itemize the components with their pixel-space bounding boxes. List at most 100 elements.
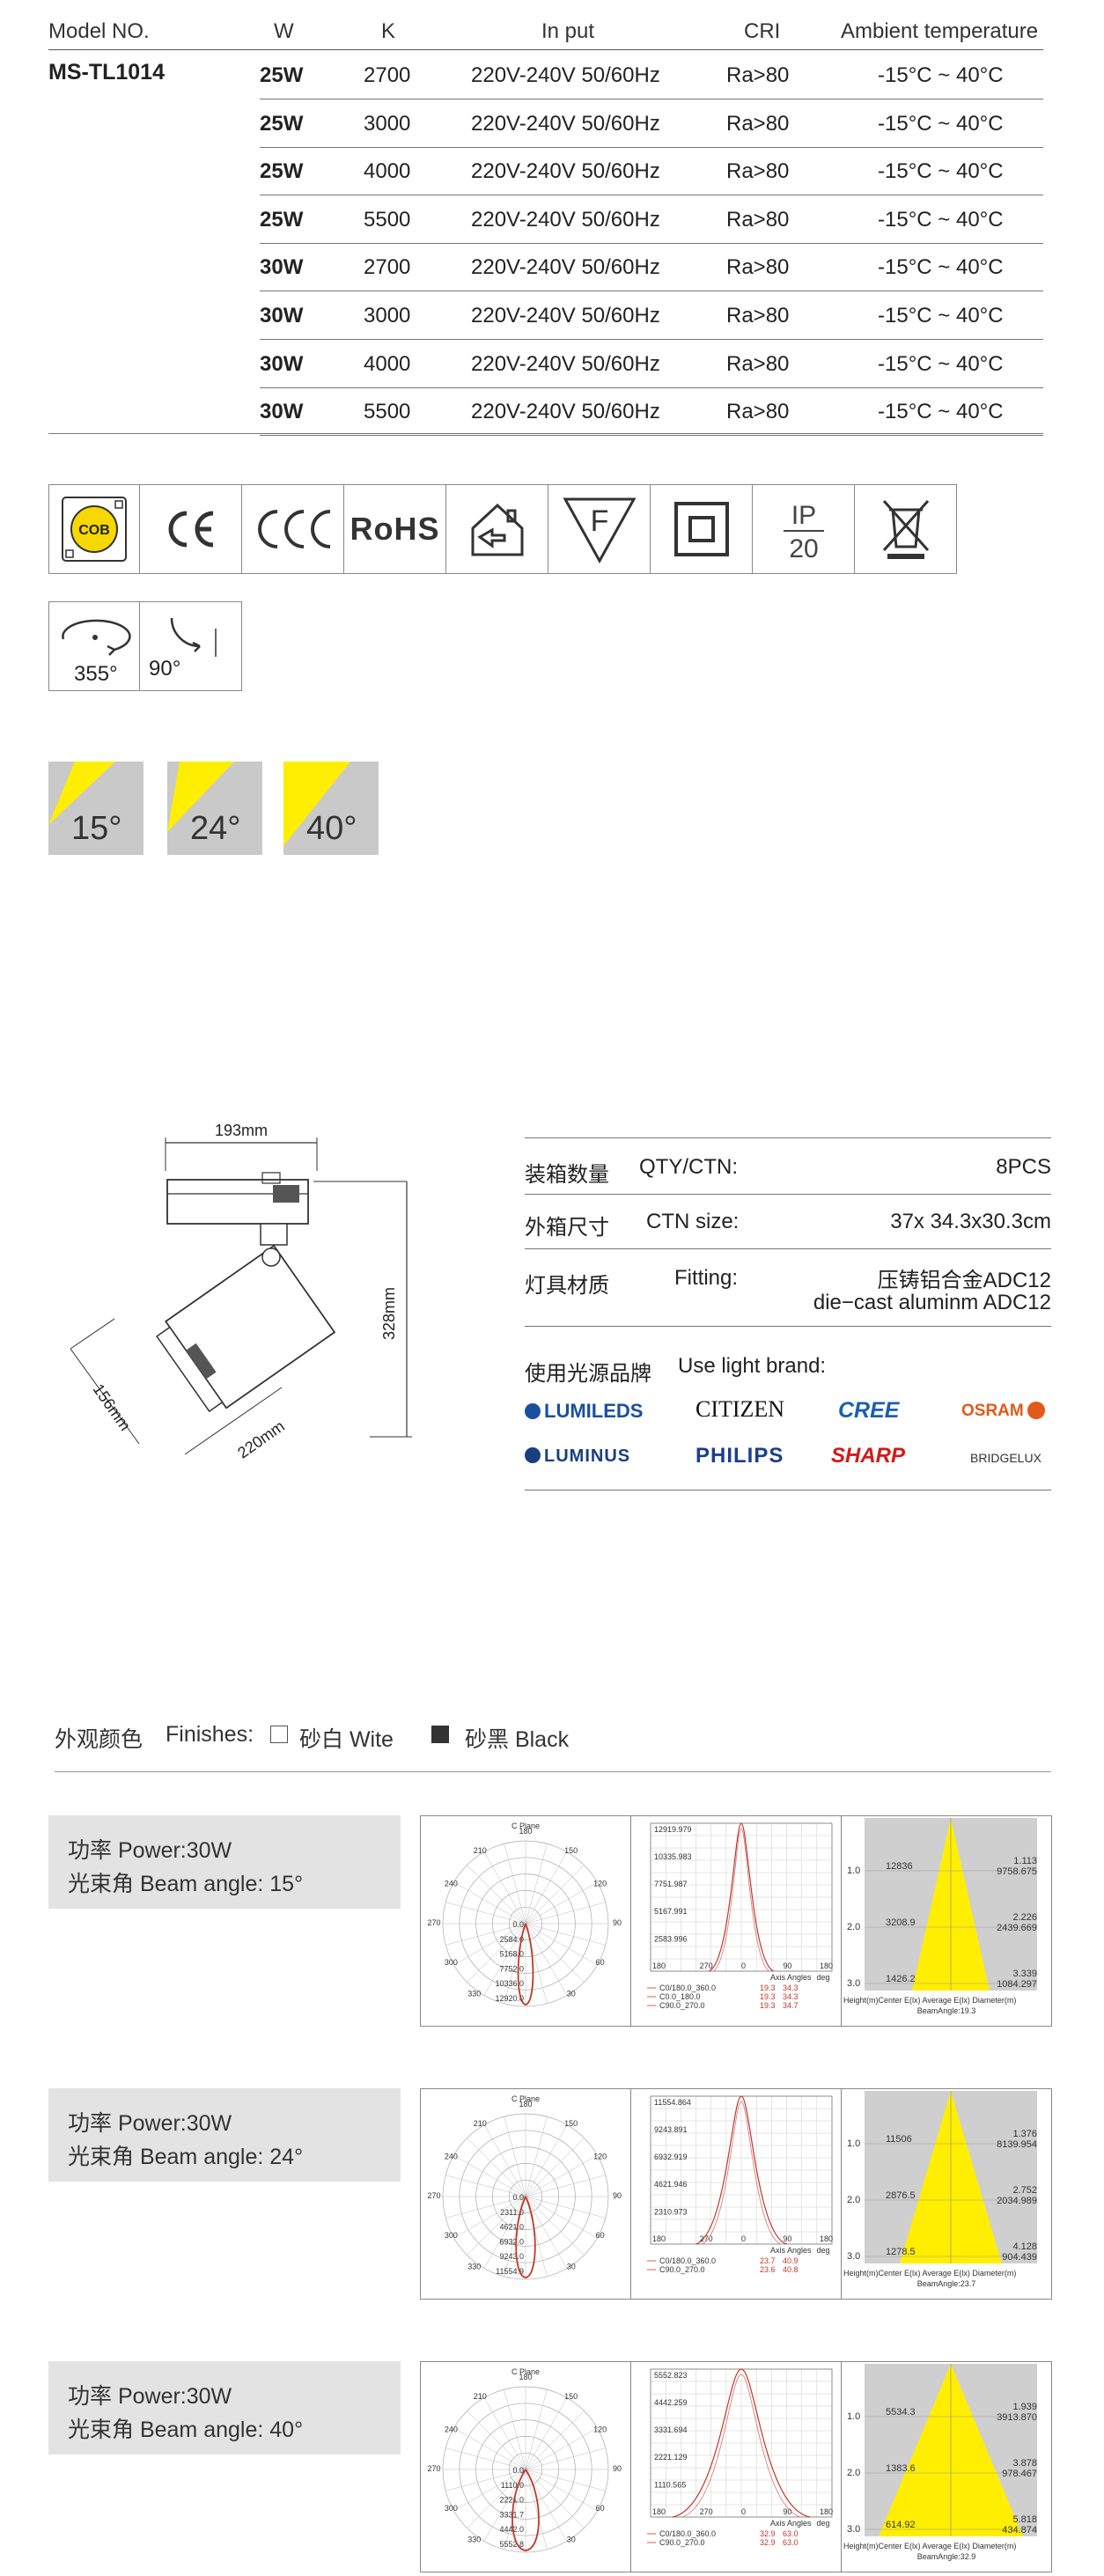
spec-cell-temp: -15°C ~ 40°C	[878, 400, 1004, 424]
dim-diameter: 156mm	[90, 1380, 135, 1434]
polar-value-label: 6932.0	[499, 2237, 524, 2246]
curve-y-label: 4442.259	[654, 2398, 688, 2407]
legend-value-a: 32.9	[760, 2538, 776, 2547]
intensity-curve-chart: 5552.8234442.2593331.6942221.1291110.565…	[647, 2368, 833, 2547]
spec-cell-input: 220V-240V 50/60Hz	[471, 304, 660, 328]
cob-label: COB	[78, 523, 110, 538]
dimension-drawing: 193mm 328mm 220mm 156mm	[70, 1122, 412, 1462]
cone-footer: Height(m)Center E(lx) Average E(lx) Diam…	[843, 1996, 1016, 2005]
polar-grid-spoke	[525, 2410, 585, 2470]
intensity-curve-chart: 11554.8649243.8916932.9194621.9462310.97…	[647, 2095, 833, 2274]
spec-cell-k: 3000	[364, 111, 411, 136]
polar-title: C Plane	[512, 2094, 540, 2103]
polar-grid-spoke	[525, 2138, 585, 2197]
polar-grid-spoke	[525, 2469, 606, 2491]
curve-y-label: 10335.983	[654, 1852, 692, 1861]
curve-x-label: 180	[820, 2234, 833, 2243]
brand-label-en: Use light brand:	[678, 1354, 827, 1378]
cone-diameter: 2.752	[1012, 2185, 1037, 2196]
legend-value-a: 19.3	[760, 1984, 776, 1992]
polar-angle-label: 270	[427, 1918, 440, 1927]
polar-grid-spoke	[525, 2469, 585, 2528]
polar-grid-spoke	[483, 2397, 526, 2470]
cone-average-e: 2034.989	[997, 2196, 1037, 2206]
cone-diameter: 2.226	[1012, 1912, 1037, 1923]
polar-grid-spoke	[467, 1865, 526, 1925]
white-swatch-icon	[270, 1726, 288, 1743]
legend-value-b: 34.3	[783, 1984, 799, 1992]
legend-name: C0/180.0_360.0	[659, 2529, 716, 2538]
polar-angle-label: 180	[519, 2373, 532, 2381]
cone-average-e: 8139.954	[997, 2139, 1037, 2150]
curve-y-label: 12919.979	[654, 1825, 692, 1834]
polar-angle-label: 30	[567, 2263, 576, 2271]
finish-white: 砂白 Wite	[299, 1727, 394, 1752]
polar-grid-spoke	[525, 2447, 606, 2470]
polar-grid-spoke	[483, 2196, 526, 2269]
spec-cell-temp: -15°C ~ 40°C	[878, 159, 1004, 184]
polar-value-label: 7752.0	[499, 1964, 524, 1973]
qty-label-cn: 装箱数量	[525, 1163, 609, 1187]
indoor-use-icon	[446, 484, 548, 574]
polar-chart: C Plane1801502101202409027060300303300.0…	[427, 2094, 622, 2280]
intensity-curve-2	[702, 2101, 781, 2245]
polar-grid-spoke	[467, 2410, 526, 2470]
cone-footer: Height(m)Center E(lx) Average E(lx) Diam…	[843, 2542, 1016, 2550]
ce-mark-icon	[140, 484, 242, 574]
spec-cell-cri: Ra>80	[726, 255, 790, 280]
cone-diameter: 1.376	[1012, 2129, 1037, 2139]
polar-grid-spoke	[467, 2138, 526, 2197]
dim-length: 220mm	[234, 1417, 288, 1462]
f-mark-label: F	[590, 504, 608, 538]
polar-grid-spoke	[525, 2427, 598, 2470]
spec-cell-k: 5500	[364, 400, 411, 424]
spec-cell-temp: -15°C ~ 40°C	[878, 111, 1004, 136]
col-watt: W	[274, 19, 294, 43]
finishes-rule	[55, 1771, 1051, 1772]
horizontal-rotation-box: 355°	[48, 601, 140, 691]
polar-grid-spoke	[467, 1923, 526, 1983]
spec-cell-input: 220V-240V 50/60Hz	[471, 400, 660, 424]
curve-y-label: 1110.565	[654, 2480, 686, 2489]
spec-cell-k: 2700	[364, 255, 411, 280]
polar-value-label: 12920.0	[495, 1994, 524, 2003]
finishes-label-cn: 外观颜色	[55, 1727, 144, 1752]
fitting-value-en: die−cast aluminm ADC12	[813, 1291, 1051, 1314]
vertical-rotation-box: 90°	[140, 601, 242, 691]
col-temp: Ambient temperature	[841, 19, 1039, 43]
lumileds-icon	[525, 1403, 541, 1419]
polar-grid-spoke	[483, 1851, 526, 1925]
polar-angle-label: 90	[613, 2464, 622, 2473]
cone-center-e: 614.92	[886, 2520, 916, 2530]
beam-angle-label: 光束角 Beam angle: 24°	[68, 2145, 304, 2169]
size-value: 37x 34.3x30.3cm	[890, 1210, 1051, 1233]
spec-cell-input: 220V-240V 50/60Hz	[471, 111, 660, 136]
intensity-curve-2	[681, 2374, 801, 2518]
finish-black: 砂黑 Black	[465, 1727, 570, 1752]
polar-grid-spoke	[483, 2124, 526, 2197]
cone-diameter: 1.113	[1013, 1856, 1037, 1866]
polar-value-label: 5168.0	[499, 1950, 524, 1959]
brand-sharp: SHARP	[831, 1444, 906, 1468]
beam-24-icon	[167, 762, 234, 832]
polar-grid-spoke	[467, 2469, 526, 2528]
fitting-label-cn: 灯具材质	[525, 1274, 609, 1298]
cone-center-e: 11506	[886, 2134, 912, 2145]
legend-value-a: 19.3	[760, 2001, 776, 2010]
cone-center-e: 3208.9	[886, 1917, 916, 1928]
brand-label-cn: 使用光源品牌	[525, 1362, 651, 1386]
polar-angle-label: 300	[445, 2504, 458, 2513]
cone-height: 3.0	[847, 2251, 860, 2262]
curve-y-label: 9243.891	[654, 2125, 688, 2134]
polar-value-label: 1110.0	[501, 2481, 524, 2490]
beam-40-icon	[283, 762, 350, 846]
cone-diameter: 1.939	[1012, 2402, 1037, 2412]
polar-angle-label: 210	[474, 2392, 487, 2401]
polar-value-label: 5552.8	[499, 2540, 524, 2549]
spec-cell-temp: -15°C ~ 40°C	[878, 255, 1004, 280]
